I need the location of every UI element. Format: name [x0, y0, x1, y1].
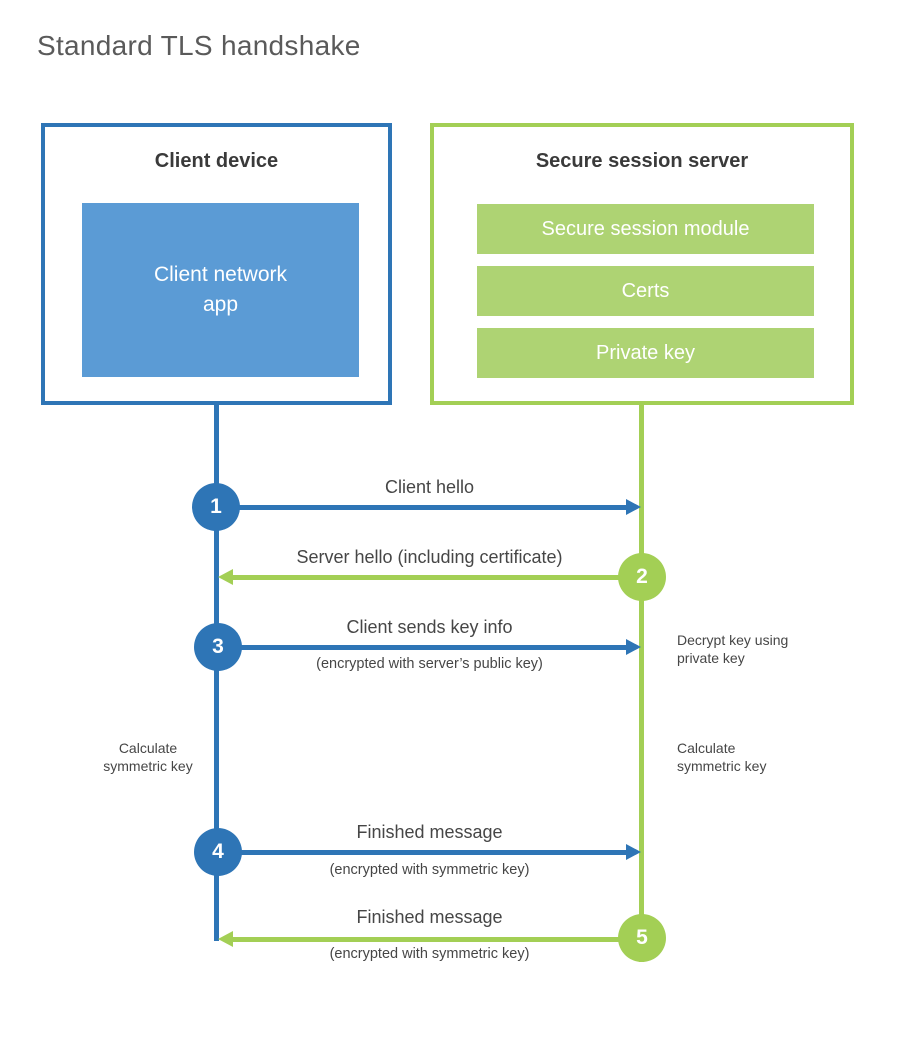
step-1-label: Client hello — [384, 477, 475, 497]
client-lifeline — [214, 403, 219, 941]
step-5-label: Finished message — [356, 907, 503, 927]
client-network-app-box: Client network app — [82, 203, 359, 377]
arrow-left-icon — [218, 931, 233, 947]
step-3-circle: 3 — [194, 623, 242, 671]
step-4-arrow-line — [218, 850, 628, 855]
arrow-right-icon — [626, 639, 641, 655]
page-title: Standard TLS handshake — [37, 30, 361, 61]
step-1-arrow-line — [218, 505, 628, 510]
step-3-number: 3 — [212, 635, 224, 658]
step-3-arrow-line — [218, 645, 628, 650]
client-network-app-label: Client network app — [153, 262, 288, 316]
step-2-arrow-line — [233, 575, 642, 580]
step-5-number: 5 — [636, 926, 648, 949]
step-5-arrow-line — [233, 937, 642, 942]
secure-session-module-label: Secure session module — [541, 217, 750, 240]
step-4-number: 4 — [212, 840, 224, 863]
certs-label: Certs — [621, 279, 670, 302]
step-2-circle: 2 — [618, 553, 666, 601]
arrow-right-icon — [626, 844, 641, 860]
server-module-stack: Secure session module Certs Private key — [477, 204, 814, 378]
decrypt-key-note: Decrypt key using private key — [677, 632, 789, 667]
calculate-symmetric-key-note-left: Calculate symmetric key — [103, 740, 193, 775]
server-lifeline — [639, 403, 644, 962]
step-2-number: 2 — [636, 565, 648, 588]
step-4-label: Finished message — [356, 822, 503, 842]
step-3-label: Client sends key info — [346, 617, 513, 637]
private-key-bar: Private key — [477, 328, 814, 378]
client-device-title: Client device — [154, 150, 279, 172]
step-1-circle: 1 — [192, 483, 240, 531]
calculate-symmetric-key-note-right: Calculate symmetric key — [677, 740, 767, 775]
step-4-sublabel: (encrypted with symmetric key) — [329, 862, 530, 878]
step-5-sublabel: (encrypted with symmetric key) — [329, 946, 530, 962]
client-device-box: Client device Client network app — [41, 123, 392, 405]
secure-session-server-box: Secure session server Secure session mod… — [430, 123, 854, 405]
arrow-left-icon — [218, 569, 233, 585]
secure-session-server-title: Secure session server — [535, 150, 749, 172]
step-1-number: 1 — [210, 495, 222, 518]
secure-session-module-bar: Secure session module — [477, 204, 814, 254]
step-5-circle: 5 — [618, 914, 666, 962]
certs-bar: Certs — [477, 266, 814, 316]
step-4-circle: 4 — [194, 828, 242, 876]
step-2-label: Server hello (including certificate) — [296, 547, 563, 567]
step-3-sublabel: (encrypted with server’s public key) — [316, 656, 543, 672]
arrow-right-icon — [626, 499, 641, 515]
private-key-label: Private key — [596, 341, 695, 364]
